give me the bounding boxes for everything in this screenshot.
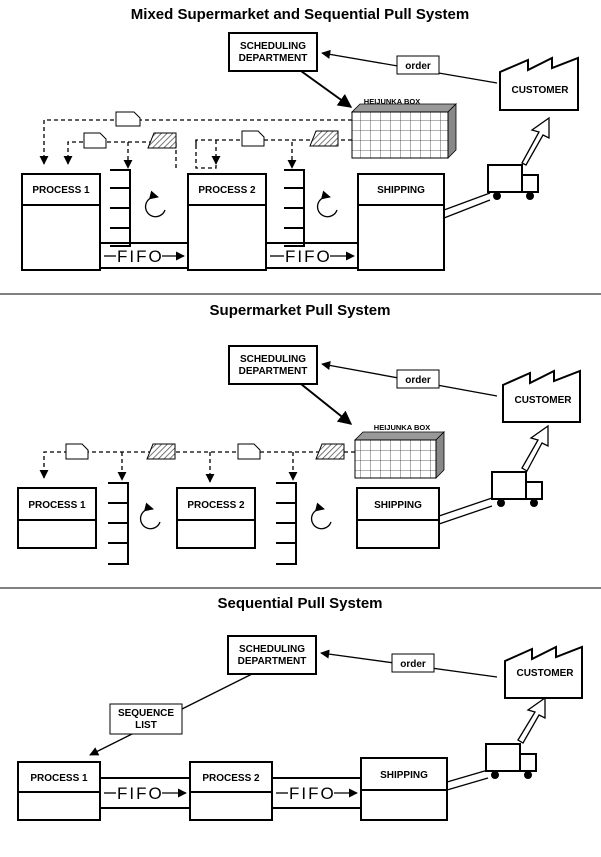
scheduling-label-line1: SCHEDULING	[240, 354, 306, 365]
kanban-card-icon	[83, 132, 107, 149]
kanban-loop-process1	[39, 119, 352, 165]
section-title: Mixed Supermarket and Sequential Pull Sy…	[131, 6, 469, 23]
process-2-label: PROCESS 2	[202, 773, 260, 784]
order-label: order	[405, 61, 431, 72]
scheduling-label-line2: DEPARTMENT	[239, 366, 308, 377]
kanban-loop-process2	[195, 139, 352, 169]
shipping-box: SHIPPING	[357, 173, 445, 271]
truck-icon	[487, 164, 539, 200]
fifo-label: FIFO	[117, 784, 164, 803]
scheduling-department-box: SCHEDULING DEPARTMENT	[228, 345, 318, 385]
process-2-box: PROCESS 2	[176, 487, 256, 549]
sequence-list-box: SEQUENCE LIST	[109, 703, 183, 735]
process-2-box: PROCESS 2	[187, 173, 267, 271]
shipping-label: SHIPPING	[377, 185, 425, 196]
fifo-arrow-icon: FIFO	[266, 242, 358, 269]
order-box: order	[396, 55, 440, 75]
supermarket-icon	[110, 169, 131, 247]
shipping-label: SHIPPING	[374, 500, 422, 511]
kanban-card-icon	[237, 443, 261, 460]
rotation-arrow-icon	[144, 190, 166, 218]
schedule-to-heijunka-arrow	[300, 70, 353, 108]
supermarket-icon	[108, 482, 129, 565]
supermarket-icon	[276, 482, 297, 565]
factory-icon: CUSTOMER	[504, 645, 583, 699]
factory-icon: CUSTOMER	[502, 369, 581, 423]
scheduling-label-line2: DEPARTMENT	[239, 53, 308, 64]
heijunka-box-icon: HEIJUNKA BOX	[351, 97, 457, 159]
process-1-label: PROCESS 1	[28, 500, 86, 511]
scheduling-label-line1: SCHEDULING	[240, 41, 306, 52]
process-1-box: PROCESS 1	[17, 487, 97, 549]
customer-label: CUSTOMER	[511, 85, 569, 96]
order-box: order	[391, 653, 435, 673]
order-label: order	[405, 375, 431, 386]
section-title: Supermarket Pull System	[210, 302, 391, 319]
kanban-card-icon	[241, 130, 265, 147]
sequence-list-line2: LIST	[135, 720, 157, 731]
rotation-arrow-icon	[139, 502, 161, 530]
scheduling-label-line1: SCHEDULING	[239, 644, 305, 655]
withdrawal-kanban-icon	[309, 130, 339, 147]
process-1-label: PROCESS 1	[30, 773, 88, 784]
rotation-arrow-icon	[310, 502, 332, 530]
shipping-box: SHIPPING	[360, 757, 448, 821]
factory-icon: CUSTOMER	[499, 56, 579, 111]
section-sequential-system: Sequential Pull System SCHEDULING DEPART…	[17, 595, 583, 821]
process-1-label: PROCESS 1	[32, 185, 90, 196]
section-supermarket-system: Supermarket Pull System SCHEDULING DEPAR…	[17, 302, 581, 565]
kanban-card-icon	[115, 111, 141, 127]
shipping-box: SHIPPING	[356, 487, 440, 549]
process-1-box: PROCESS 1	[17, 761, 101, 821]
scheduling-department-box: SCHEDULING DEPARTMENT	[228, 32, 318, 72]
section-mixed-system: Mixed Supermarket and Sequential Pull Sy…	[21, 6, 579, 271]
truck-icon	[491, 471, 543, 507]
fifo-arrow-icon: FIFO	[272, 777, 361, 809]
scheduling-label-line2: DEPARTMENT	[238, 656, 307, 667]
order-label: order	[400, 659, 426, 670]
fifo-label: FIFO	[117, 247, 164, 266]
kanban-card-icon	[65, 443, 89, 460]
fifo-label: FIFO	[285, 247, 332, 266]
supermarket-icon	[284, 169, 305, 247]
heijunka-box-icon: HEIJUNKA BOX	[354, 423, 445, 479]
withdrawal-kanban-icon	[146, 443, 176, 460]
rotation-arrow-icon	[316, 190, 338, 218]
fifo-arrow-icon: FIFO	[100, 777, 190, 809]
delivery-arrow	[517, 696, 546, 744]
shipping-label: SHIPPING	[380, 770, 428, 781]
heijunka-label: HEIJUNKA BOX	[374, 423, 430, 432]
fifo-label: FIFO	[289, 784, 336, 803]
process-2-label: PROCESS 2	[187, 500, 245, 511]
schedule-to-heijunka-arrow	[300, 383, 353, 425]
withdrawal-loop-process1	[63, 141, 177, 168]
heijunka-label: HEIJUNKA BOX	[364, 97, 420, 106]
scheduling-department-box: SCHEDULING DEPARTMENT	[227, 635, 317, 675]
order-box: order	[396, 369, 440, 389]
delivery-arrow	[521, 116, 550, 166]
kanban-loop-process1	[39, 451, 355, 479]
process-2-box: PROCESS 2	[189, 761, 273, 821]
customer-label: CUSTOMER	[516, 668, 574, 679]
fifo-arrow-icon: FIFO	[100, 242, 188, 269]
customer-label: CUSTOMER	[514, 395, 572, 406]
section-title: Sequential Pull System	[217, 595, 382, 612]
process-2-label: PROCESS 2	[198, 185, 256, 196]
sequence-list-line1: SEQUENCE	[118, 708, 174, 719]
withdrawal-kanban-icon	[315, 443, 345, 460]
delivery-arrow	[521, 424, 549, 472]
withdrawal-kanban-icon	[147, 132, 177, 149]
truck-icon	[485, 743, 537, 779]
process-1-box: PROCESS 1	[21, 173, 101, 271]
